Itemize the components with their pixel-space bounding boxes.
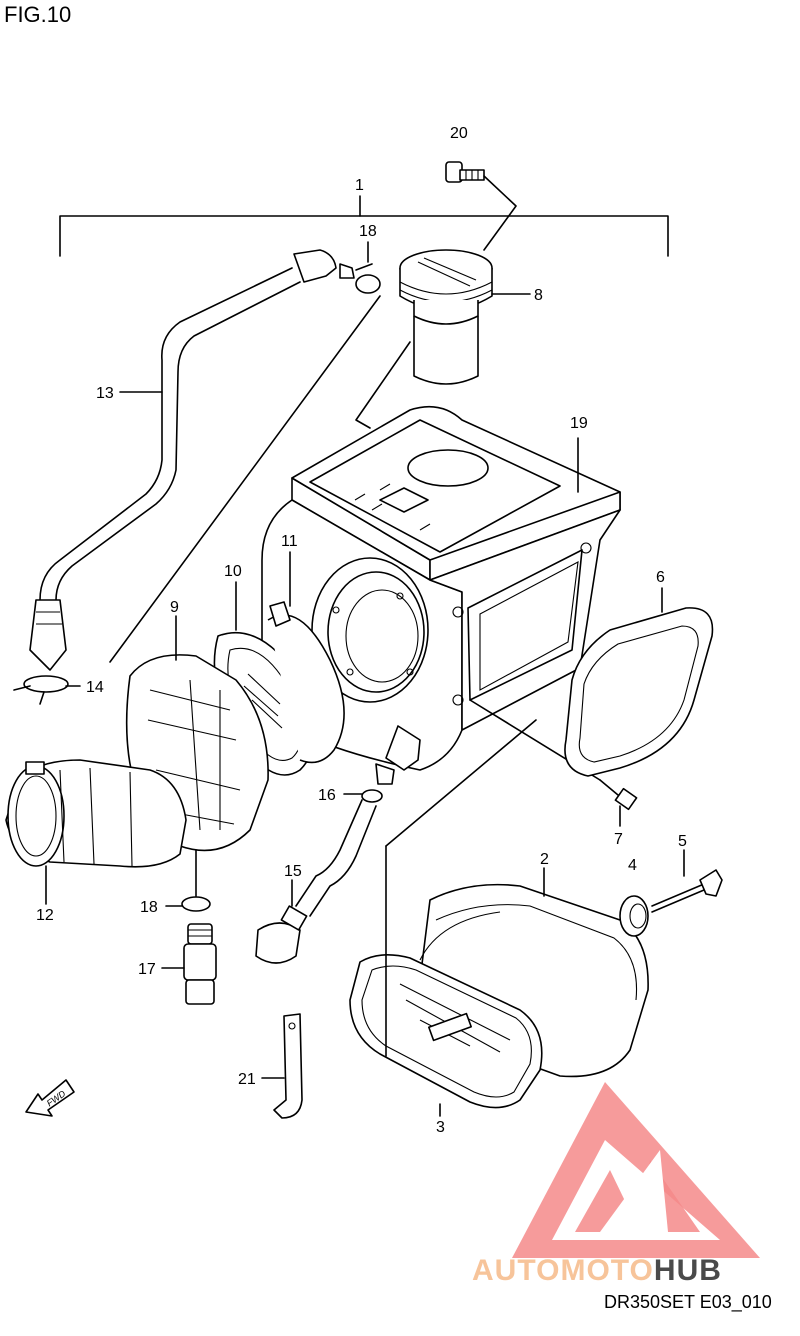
filter-holder-3: [349, 719, 543, 1117]
fwd-direction-arrow: FWD: [25, 1079, 75, 1117]
watermark-logo: [512, 1082, 760, 1258]
washer-4: [619, 895, 649, 937]
callout-6: 6: [656, 569, 665, 586]
screw-7: [599, 779, 638, 827]
watermark-text-b: HUB: [653, 1254, 722, 1287]
watermark-text: AUTOMOTOHUB: [472, 1254, 722, 1288]
callout-9: 9: [170, 599, 179, 616]
drain-plug-14: [13, 675, 81, 705]
clip-18-lower: [165, 849, 211, 912]
callout-17: 17: [138, 961, 156, 978]
bolt-5: [651, 849, 723, 913]
callout-12: 12: [36, 907, 54, 924]
bolt-20: [445, 161, 517, 251]
callout-16: 16: [318, 787, 336, 804]
callout-10: 10: [224, 563, 242, 580]
callout-20: 20: [450, 125, 468, 142]
bracket-21: [261, 1013, 303, 1119]
assembly-bracket: [59, 195, 669, 257]
callout-4: 4: [628, 857, 637, 874]
callout-2: 2: [540, 851, 549, 868]
callout-labels: 1 2 3 4 5 6 7 8 9 10 11 12 13 14 15 16 1…: [36, 125, 687, 1136]
callout-1: 1: [355, 177, 364, 194]
figure-title: FIG.10: [4, 2, 72, 27]
clamp-11: [267, 551, 345, 764]
figure-code: DR350SET E03_010: [604, 1292, 772, 1312]
callout-7: 7: [614, 831, 623, 848]
callout-13: 13: [96, 385, 114, 402]
sensor-17: [161, 923, 217, 1005]
cap-6: [564, 587, 714, 777]
breather-hose-13: [29, 249, 337, 671]
clip-16: [343, 763, 395, 803]
callout-14: 14: [86, 679, 104, 696]
callout-3: 3: [436, 1119, 445, 1136]
callout-19: 19: [570, 415, 588, 432]
callout-5: 5: [678, 833, 687, 850]
callout-15: 15: [284, 863, 302, 880]
clip-18-upper: [109, 241, 381, 663]
watermark-text-a: AUTOMOTO: [472, 1254, 654, 1287]
callout-11: 11: [281, 533, 298, 550]
callout-18-upper: 18: [359, 223, 377, 240]
hose-15: [255, 799, 377, 964]
inlet-tube-12: [5, 759, 187, 905]
callout-21: 21: [238, 1071, 256, 1088]
filter-cartridge-8: [355, 249, 531, 429]
callout-8: 8: [534, 287, 543, 304]
callout-18-lower: 18: [140, 899, 158, 916]
